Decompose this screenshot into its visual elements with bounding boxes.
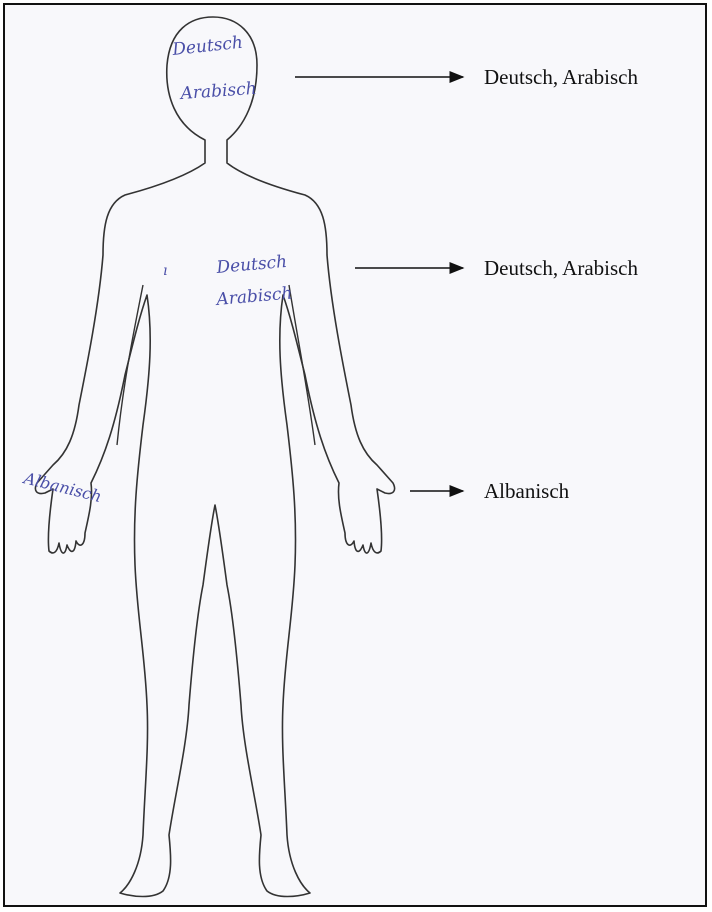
left-arm-inner-line (117, 285, 143, 445)
body-outline (35, 17, 394, 897)
handwriting-head-line1: Deutsch (170, 33, 243, 60)
label-hand: Albanisch (484, 479, 569, 504)
right-arm-inner-line (289, 285, 315, 445)
label-head: Deutsch, Arabisch (484, 65, 638, 90)
body-outline-figure: Deutsch Arabisch Deutsch Arabisch Albani… (5, 5, 707, 907)
handwriting-chest-line1: Deutsch (215, 252, 288, 278)
handwriting-head-line2: Arabisch (178, 79, 257, 104)
label-chest: Deutsch, Arabisch (484, 256, 638, 281)
diagram-frame: Deutsch Arabisch Deutsch Arabisch Albani… (3, 3, 707, 907)
handwriting-hand: Albanisch (20, 468, 104, 506)
handwriting-stray-mark: ı (163, 263, 167, 279)
